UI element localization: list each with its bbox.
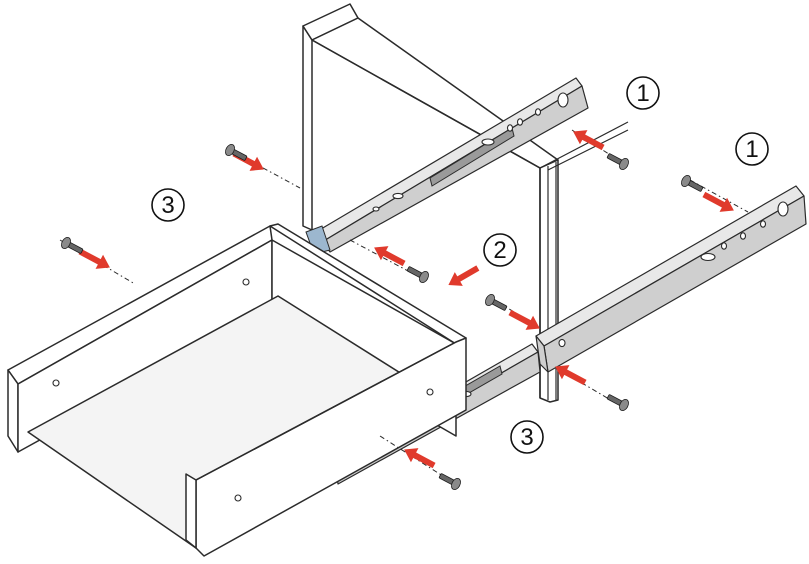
- step-callout-1-rail: 1: [735, 132, 769, 166]
- rail-mounting-hole: [557, 92, 569, 108]
- step-callout-3-left: 3: [151, 188, 185, 222]
- arrow-icon: [508, 309, 540, 330]
- drawer-box: [7, 223, 467, 557]
- screw-icon: [61, 236, 84, 254]
- step-label-1-rail: 1: [745, 136, 758, 163]
- screw-icon: [485, 293, 508, 311]
- drawer-rail-right: [535, 185, 807, 373]
- rail-slot-hole: [392, 192, 404, 200]
- drawer-hole: [52, 379, 60, 387]
- screw-icon: [225, 143, 248, 161]
- rail-mounting-hole: [759, 220, 767, 228]
- rail-mounting-hole: [534, 108, 542, 116]
- arrows: [78, 130, 734, 469]
- arrow-icon: [573, 130, 605, 151]
- rail-slot-hole: [481, 138, 495, 146]
- step-callout-3-drawer: 3: [510, 420, 544, 454]
- screws: [61, 143, 704, 491]
- arrow-icon: [555, 365, 587, 386]
- step-callout-2: 2: [483, 233, 517, 267]
- rail-mounting-hole: [558, 338, 566, 348]
- arrow-icon: [78, 248, 110, 269]
- rail-mounting-hole: [372, 206, 380, 212]
- arrow-icon: [702, 191, 734, 212]
- rail-mounting-hole: [739, 232, 747, 240]
- screw-icon: [681, 174, 704, 192]
- rail-mounting-hole: [506, 124, 514, 132]
- arrow-icon: [374, 246, 406, 267]
- step-label-2: 2: [493, 237, 506, 264]
- rail-slot-hole: [700, 252, 716, 262]
- step-label-1-cabinet: 1: [636, 80, 649, 107]
- drawer-hole: [234, 494, 242, 502]
- step-callout-1-cabinet: 1: [626, 76, 660, 110]
- screw-icon: [438, 473, 461, 491]
- rail-mounting-hole: [777, 201, 789, 217]
- drawer-hole: [242, 278, 250, 286]
- arrow-icon: [448, 265, 480, 286]
- drawer-hole: [426, 388, 434, 396]
- step-label-3-drawer: 3: [520, 424, 533, 451]
- rail-mounting-hole: [720, 242, 728, 250]
- cabinet-rail: [305, 77, 589, 255]
- screw-icon: [606, 394, 629, 412]
- step-label-3-left: 3: [161, 192, 174, 219]
- arrow-icon: [404, 448, 436, 469]
- screw-icon: [406, 266, 429, 284]
- rail-mounting-hole: [516, 118, 524, 126]
- screw-icon: [606, 153, 629, 171]
